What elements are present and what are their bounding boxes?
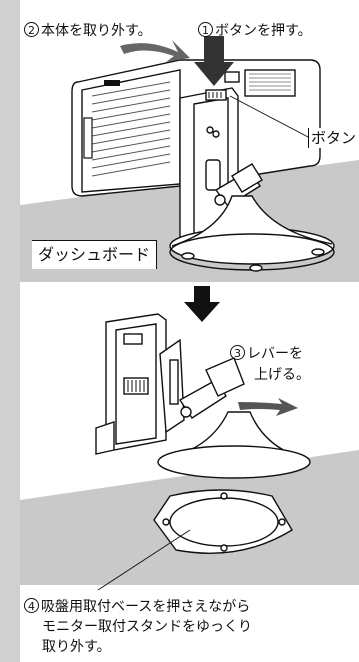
step-3-line1: レバーを: [247, 346, 303, 362]
button-callout-label: ボタン: [308, 128, 359, 148]
step-3-line2: 上げる。: [254, 367, 310, 383]
pull-arrow: [120, 40, 190, 62]
step-4-line3: 取り外す。: [42, 639, 111, 655]
stand-bracket: [95, 313, 245, 455]
step-4-number: 4: [24, 598, 39, 613]
monitor-body: [71, 59, 321, 197]
lever-arrow: [238, 398, 298, 416]
step-2-number: 2: [24, 22, 39, 37]
down-arrow-icon: [184, 286, 220, 322]
stand-removal-illustration: [95, 313, 311, 591]
mount-bracket: [179, 87, 263, 251]
step-2-text: 本体を取り外す。: [41, 23, 152, 39]
suction-cup: [169, 195, 335, 272]
top-slot: [104, 80, 120, 86]
push-arrow: [194, 36, 234, 86]
step-1-text: ボタンを押す。: [215, 23, 312, 39]
step-4-line2: モニター取付スタンドをゆっくり: [42, 619, 252, 635]
step-1-number: 1: [198, 22, 213, 37]
step-3-number: 3: [230, 345, 245, 360]
step-4-leader-line: [97, 529, 191, 591]
dashboard-label: ダッシュボード: [32, 240, 158, 269]
step-4-line1: 吸盤用取付ベースを押さえながら: [41, 599, 251, 615]
side-margin-strip: [0, 0, 20, 662]
suction-base-plate: [153, 489, 293, 554]
stand-suction-cup: [157, 411, 311, 479]
transition-arrow: [184, 286, 220, 322]
button-leader-line: [229, 95, 311, 139]
side-port: [83, 117, 93, 159]
device-removal-illustration: [71, 36, 335, 272]
